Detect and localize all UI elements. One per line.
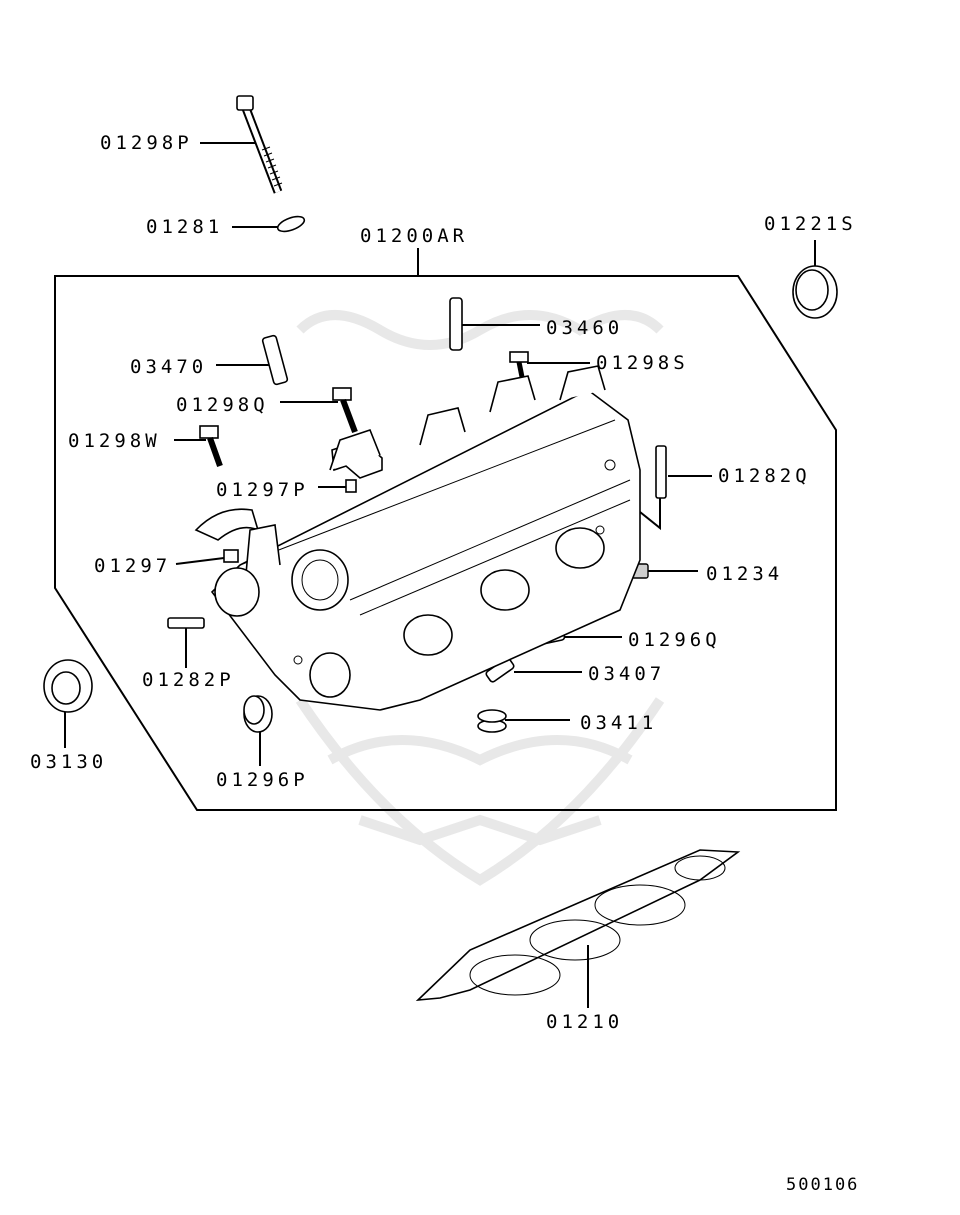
pin-03470 [261,334,289,386]
label-01200AR: 01200AR [360,225,469,247]
label-03130: 03130 [30,751,108,773]
bolt-01298P [236,95,283,194]
label-03411: 03411 [580,712,658,734]
label-01296P: 01296P [216,769,309,791]
label-01282P: 01282P [142,669,235,691]
label-03460: 03460 [546,317,624,339]
diagram-id: 500106 [786,1175,860,1195]
bolt-01298Q [332,387,358,434]
label-01298S: 01298S [596,352,689,374]
kit-outline [54,275,837,811]
stud-01282P [167,617,205,629]
seal-03411 [477,709,507,733]
label-01281: 01281 [146,216,224,238]
bolt-01298W [199,425,223,468]
label-01298Q: 01298Q [176,394,269,416]
pin-03460 [449,297,463,351]
stud-01282Q [655,445,667,499]
label-01221S: 01221S [764,213,857,235]
label-03407: 03407 [588,663,666,685]
leader-lines [64,142,816,1008]
washer-01281 [276,215,306,233]
oil-seal-03130 [43,659,93,713]
cap-01297 [194,508,260,563]
label-01298W: 01298W [68,430,161,452]
label-01234: 01234 [706,563,784,585]
ring-01296P [243,695,273,733]
label-01297P: 01297P [216,479,309,501]
seal-01221S [792,265,838,319]
cylinder-head [210,365,641,711]
label-03470: 03470 [130,356,208,378]
watermark-emblem [295,310,665,886]
label-01297: 01297 [94,555,172,577]
label-01296Q: 01296Q [628,629,721,651]
label-01282Q: 01282Q [718,465,811,487]
head-gasket-01210 [415,849,741,1002]
label-01298P: 01298P [100,132,193,154]
label-01210: 01210 [546,1011,624,1033]
